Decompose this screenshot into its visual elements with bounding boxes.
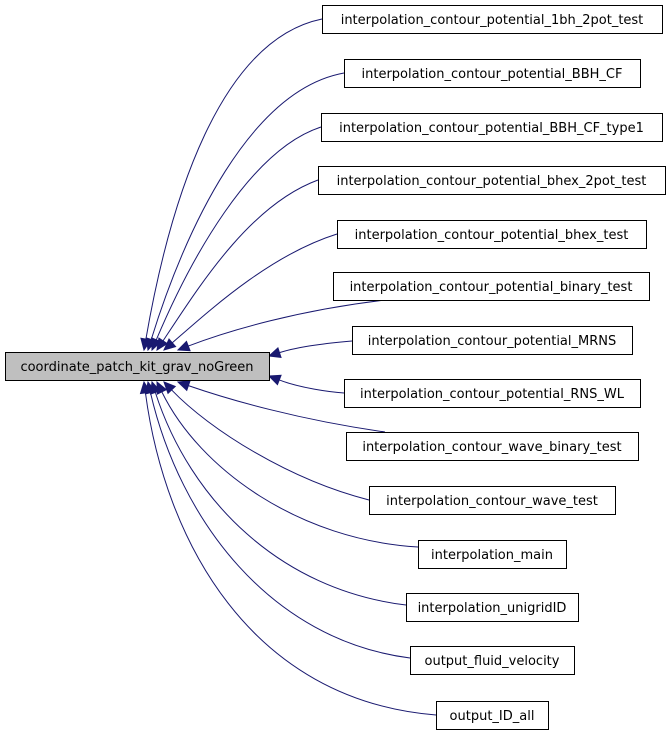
edge-arrowhead-7 — [267, 346, 282, 358]
caller-node-9-label: interpolation_contour_wave_binary_test — [362, 440, 621, 455]
caller-node-10[interactable]: interpolation_contour_wave_test — [369, 486, 616, 515]
caller-node-10-box — [369, 486, 616, 515]
caller-node-5-label: interpolation_contour_potential_bhex_tes… — [355, 228, 629, 243]
call-edge-4 — [162, 179, 319, 342]
caller-node-4[interactable]: interpolation_contour_potential_bhex_2po… — [318, 166, 666, 195]
caller-node-14[interactable]: output_ID_all — [436, 701, 549, 730]
caller-node-3[interactable]: interpolation_contour_potential_BBH_CF_t… — [321, 113, 663, 142]
caller-node-5[interactable]: interpolation_contour_potential_bhex_tes… — [337, 220, 647, 249]
caller-node-7[interactable]: interpolation_contour_potential_MRNS — [352, 326, 633, 355]
caller-node-6-label: interpolation_contour_potential_binary_t… — [350, 280, 633, 295]
call-edge-14 — [144, 392, 437, 716]
caller-node-5-box — [337, 220, 647, 249]
call-edge-7 — [279, 340, 353, 354]
caller-node-9[interactable]: interpolation_contour_wave_binary_test — [346, 432, 639, 461]
caller-node-6[interactable]: interpolation_contour_potential_binary_t… — [333, 272, 650, 301]
caller-node-9-box — [346, 432, 639, 461]
call-edge-2 — [150, 72, 345, 340]
root-node-label: coordinate_patch_kit_grav_noGreen — [20, 360, 253, 375]
call-edge-3 — [155, 126, 322, 341]
caller-node-13-box — [410, 646, 575, 675]
caller-node-14-box — [436, 701, 549, 730]
caller-node-11-box — [418, 540, 567, 569]
caller-node-6-box — [333, 272, 650, 301]
caller-node-2-box — [344, 59, 641, 88]
caller-node-11-label: interpolation_main — [431, 548, 553, 563]
caller-node-3-box — [321, 113, 663, 142]
caller-node-8-label: interpolation_contour_potential_RNS_WL — [360, 387, 625, 402]
edge-arrowhead-8 — [267, 374, 282, 386]
edge-arrowhead-6 — [176, 340, 191, 352]
call-edge-10 — [171, 389, 370, 501]
caller-node-2[interactable]: interpolation_contour_potential_BBH_CF — [344, 59, 641, 88]
edge-arrowhead-10 — [163, 381, 177, 395]
caller-node-1-label: interpolation_contour_potential_1bh_2pot… — [341, 13, 644, 28]
root-node: coordinate_patch_kit_grav_noGreen — [5, 352, 270, 381]
nodes-layer: coordinate_patch_kit_grav_noGreeninterpo… — [5, 5, 666, 730]
call-edge-13 — [149, 392, 411, 659]
edge-arrowhead-9 — [176, 380, 191, 392]
caller-node-3-label: interpolation_contour_potential_BBH_CF_t… — [339, 121, 644, 136]
edge-arrowhead-5 — [163, 338, 177, 351]
caller-node-11[interactable]: interpolation_main — [418, 540, 567, 569]
call-edge-12 — [154, 392, 407, 606]
edge-arrowhead-14 — [139, 380, 152, 395]
caller-node-14-label: output_ID_all — [450, 709, 535, 724]
call-edge-6 — [188, 299, 386, 347]
caller-node-4-label: interpolation_contour_potential_bhex_2po… — [337, 174, 647, 189]
caller-node-12-box — [406, 593, 579, 622]
caller-node-2-label: interpolation_contour_potential_BBH_CF — [362, 67, 623, 82]
caller-node-8[interactable]: interpolation_contour_potential_RNS_WL — [344, 379, 641, 408]
caller-node-8-box — [344, 379, 641, 408]
caller-node-13[interactable]: output_fluid_velocity — [410, 646, 575, 675]
caller-node-1[interactable]: interpolation_contour_potential_1bh_2pot… — [322, 5, 663, 34]
call-edge-8 — [279, 379, 345, 394]
edge-arrowhead-4 — [156, 337, 169, 352]
caller-node-12-label: interpolation_unigridID — [418, 601, 567, 616]
edges-layer — [139, 18, 437, 716]
call-edge-11 — [161, 391, 419, 548]
caller-node-1-box — [322, 5, 663, 34]
call-edge-5 — [171, 233, 338, 344]
root-node-box — [5, 352, 270, 381]
caller-node-7-label: interpolation_contour_potential_MRNS — [368, 334, 617, 349]
call-edge-9 — [188, 385, 386, 433]
caller-node-12[interactable]: interpolation_unigridID — [406, 593, 579, 622]
caller-node-7-box — [352, 326, 633, 355]
caller-node-10-label: interpolation_contour_wave_test — [386, 494, 598, 509]
caller-node-13-label: output_fluid_velocity — [425, 654, 560, 669]
call-edge-1 — [145, 18, 323, 340]
caller-node-4-box — [318, 166, 666, 195]
